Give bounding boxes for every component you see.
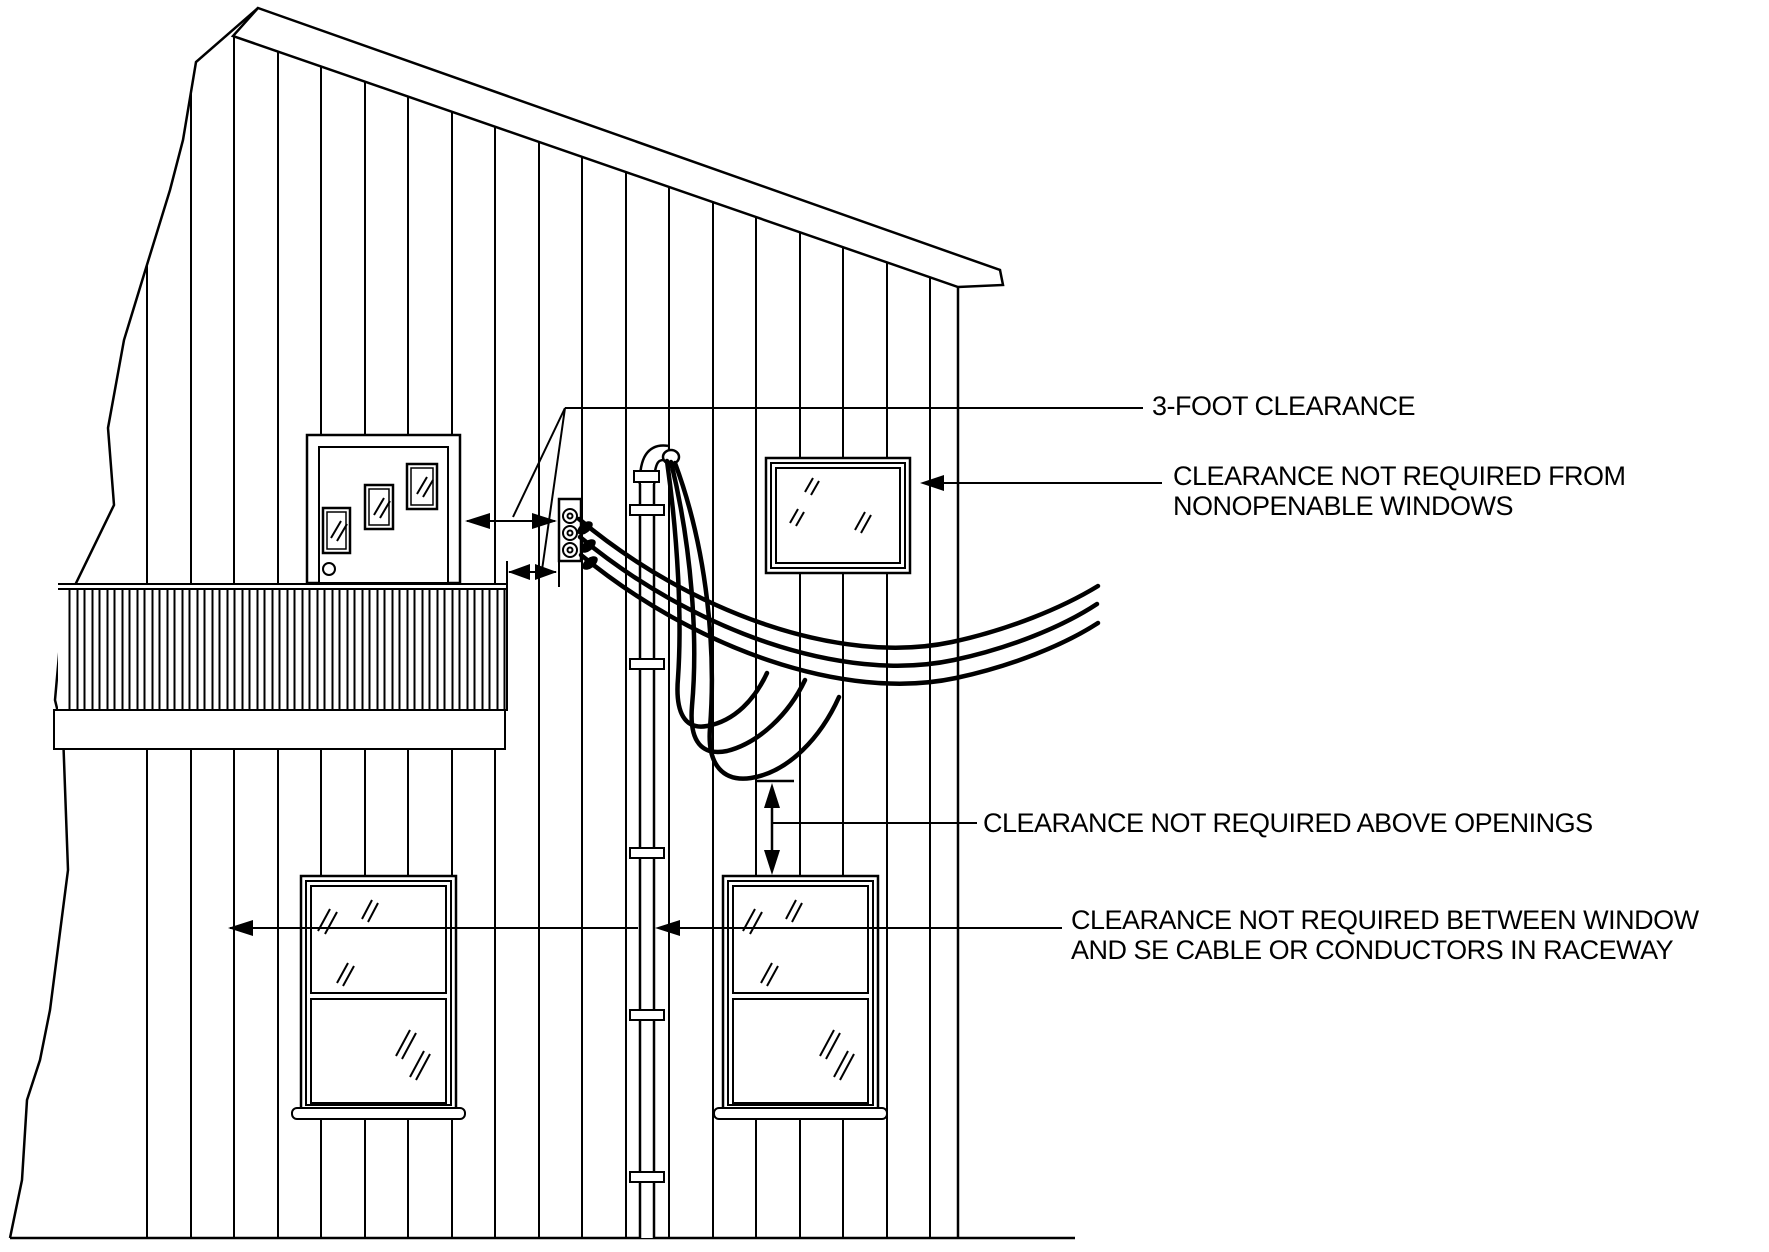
dim-arrow-window-to-cable (228, 920, 1062, 936)
glass-reflections (742, 899, 855, 1081)
mast-straps (629, 504, 665, 1183)
drip-loop (664, 458, 842, 781)
insulator-rack (557, 497, 598, 587)
label-between-window-cable: CLEARANCE NOT REQUIRED BETWEEN WINDOW AN… (1071, 905, 1699, 965)
dim-arrow-above-opening (756, 779, 977, 875)
dim-arrow-door-to-insulators (465, 513, 557, 529)
label-3-foot-clearance: 3-FOOT CLEARANCE (1152, 391, 1416, 421)
weatherhead (633, 444, 681, 485)
left-double-hung-window (291, 874, 466, 1120)
label-above-openings: CLEARANCE NOT REQUIRED ABOVE OPENINGS (983, 808, 1593, 838)
nonopenable-window (764, 456, 912, 575)
mast-collar (633, 470, 660, 483)
right-double-hung-window (713, 874, 888, 1120)
doorknob (322, 562, 336, 576)
three-foot-leader (512, 407, 1143, 571)
service-drop-cables (576, 516, 1101, 686)
dim-arrow-wall-to-insulators (506, 561, 557, 587)
balcony-railing (58, 583, 508, 711)
roof (230, 6, 1005, 289)
glass-reflections (789, 477, 872, 534)
nonopenable-window-arrow (920, 475, 1162, 491)
balcony-door (305, 433, 462, 585)
deck-fascia (53, 709, 506, 750)
label-nonopenable-windows: CLEARANCE NOT REQUIRED FROM NONOPENABLE … (1173, 461, 1626, 521)
door-glass-reflections (330, 476, 434, 542)
service-mast (629, 444, 681, 1238)
